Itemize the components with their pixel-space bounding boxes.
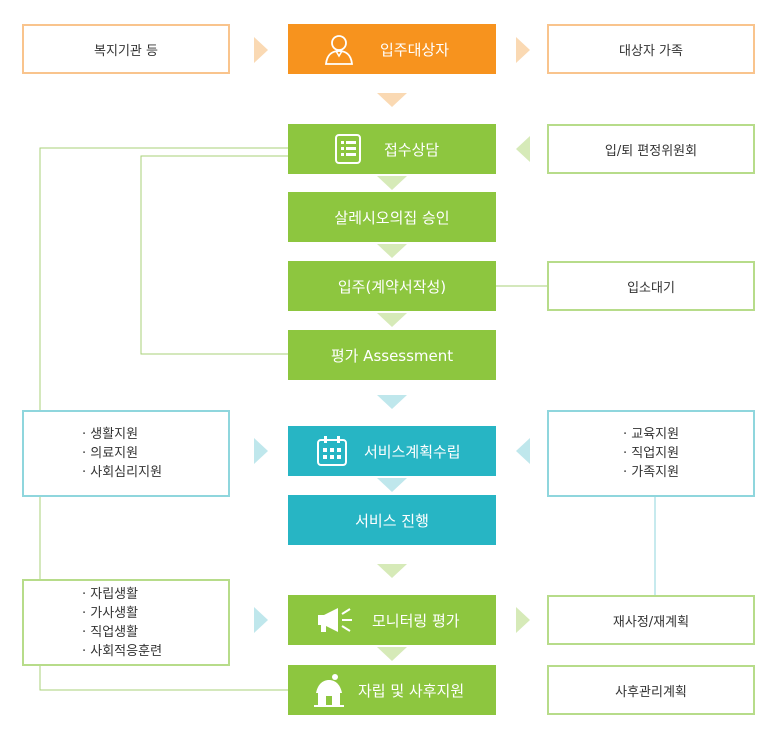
arrow-down (377, 395, 407, 409)
service-run-label: 서비스 진행 (355, 511, 429, 530)
welfare-agency-box: 복지기관 등 (22, 24, 230, 74)
arrow-down (377, 93, 407, 107)
support-item: · 사회심리지원 (82, 465, 163, 480)
house-icon (314, 673, 344, 707)
arrow-down (377, 176, 407, 190)
arrow-down (377, 244, 407, 258)
megaphone-icon (316, 605, 354, 635)
aftercare-label: 사후관리계획 (615, 684, 687, 700)
committee-box: 입/퇴 편정위원회 (547, 124, 755, 174)
support-item: · 생활지원 (82, 427, 139, 442)
right-support-box: · 교육지원 · 직업지원 · 가족지원 (547, 410, 755, 497)
service-run-box: 서비스 진행 (288, 495, 496, 545)
person-icon (322, 32, 356, 66)
reassess-label: 재사정/재계획 (612, 614, 690, 630)
intake-box: 접수상담 (288, 124, 496, 174)
arrow-down (377, 478, 407, 492)
life-item: · 자립생활 (82, 586, 139, 602)
committee-label: 입/퇴 편정위원회 (604, 143, 698, 159)
arrow-down (377, 564, 407, 578)
support-item: · 의료지원 (82, 446, 139, 461)
arrow-left (516, 438, 530, 464)
approval-box: 살레시오의집 승인 (288, 192, 496, 242)
monitoring-label: 모니터링 평가 (372, 611, 460, 630)
arrow-right (254, 438, 268, 464)
support-item: · 직업지원 (623, 446, 680, 461)
arrow-down (377, 313, 407, 327)
resident-label: 입주대상자 (380, 40, 450, 59)
reassess-box: 재사정/재계획 (547, 595, 755, 645)
support-item: · 가족지원 (623, 465, 680, 480)
resident-box: 입주대상자 (288, 24, 496, 74)
arrow-right (254, 37, 268, 63)
waiting-label: 입소대기 (627, 280, 675, 296)
monitoring-box: 모니터링 평가 (288, 595, 496, 645)
family-label: 대상자 가족 (619, 43, 683, 59)
checklist-icon (334, 133, 362, 165)
left-life-box: · 자립생활 · 가사생활 · 직업생활 · 사회적응훈련 (22, 579, 230, 666)
independence-box: 자립 및 사후지원 (288, 665, 496, 715)
arrow-left (516, 136, 530, 162)
arrow-down (377, 647, 407, 661)
assessment-label: 평가 Assessment (330, 346, 454, 365)
contract-label: 입주(계약서작성) (337, 277, 447, 296)
independence-label: 자립 및 사후지원 (358, 681, 465, 700)
assessment-box: 평가 Assessment (288, 330, 496, 380)
contract-box: 입주(계약서작성) (288, 261, 496, 311)
intake-label: 접수상담 (384, 140, 440, 159)
waiting-box: 입소대기 (547, 261, 755, 311)
calendar-icon (316, 435, 348, 467)
left-support-box: · 생활지원 · 의료지원 · 사회심리지원 (22, 410, 230, 497)
arrow-right (254, 607, 268, 633)
service-plan-label: 서비스계획수립 (364, 442, 461, 461)
arrow-right (516, 37, 530, 63)
life-item: · 사회적응훈련 (82, 643, 163, 659)
service-plan-box: 서비스계획수립 (288, 426, 496, 476)
arrow-right (516, 607, 530, 633)
family-box: 대상자 가족 (547, 24, 755, 74)
life-item: · 직업생활 (82, 624, 139, 640)
approval-label: 살레시오의집 승인 (334, 208, 450, 227)
welfare-agency-label: 복지기관 등 (94, 43, 158, 59)
life-item: · 가사생활 (82, 605, 139, 621)
aftercare-box: 사후관리계획 (547, 665, 755, 715)
support-item: · 교육지원 (623, 427, 680, 442)
